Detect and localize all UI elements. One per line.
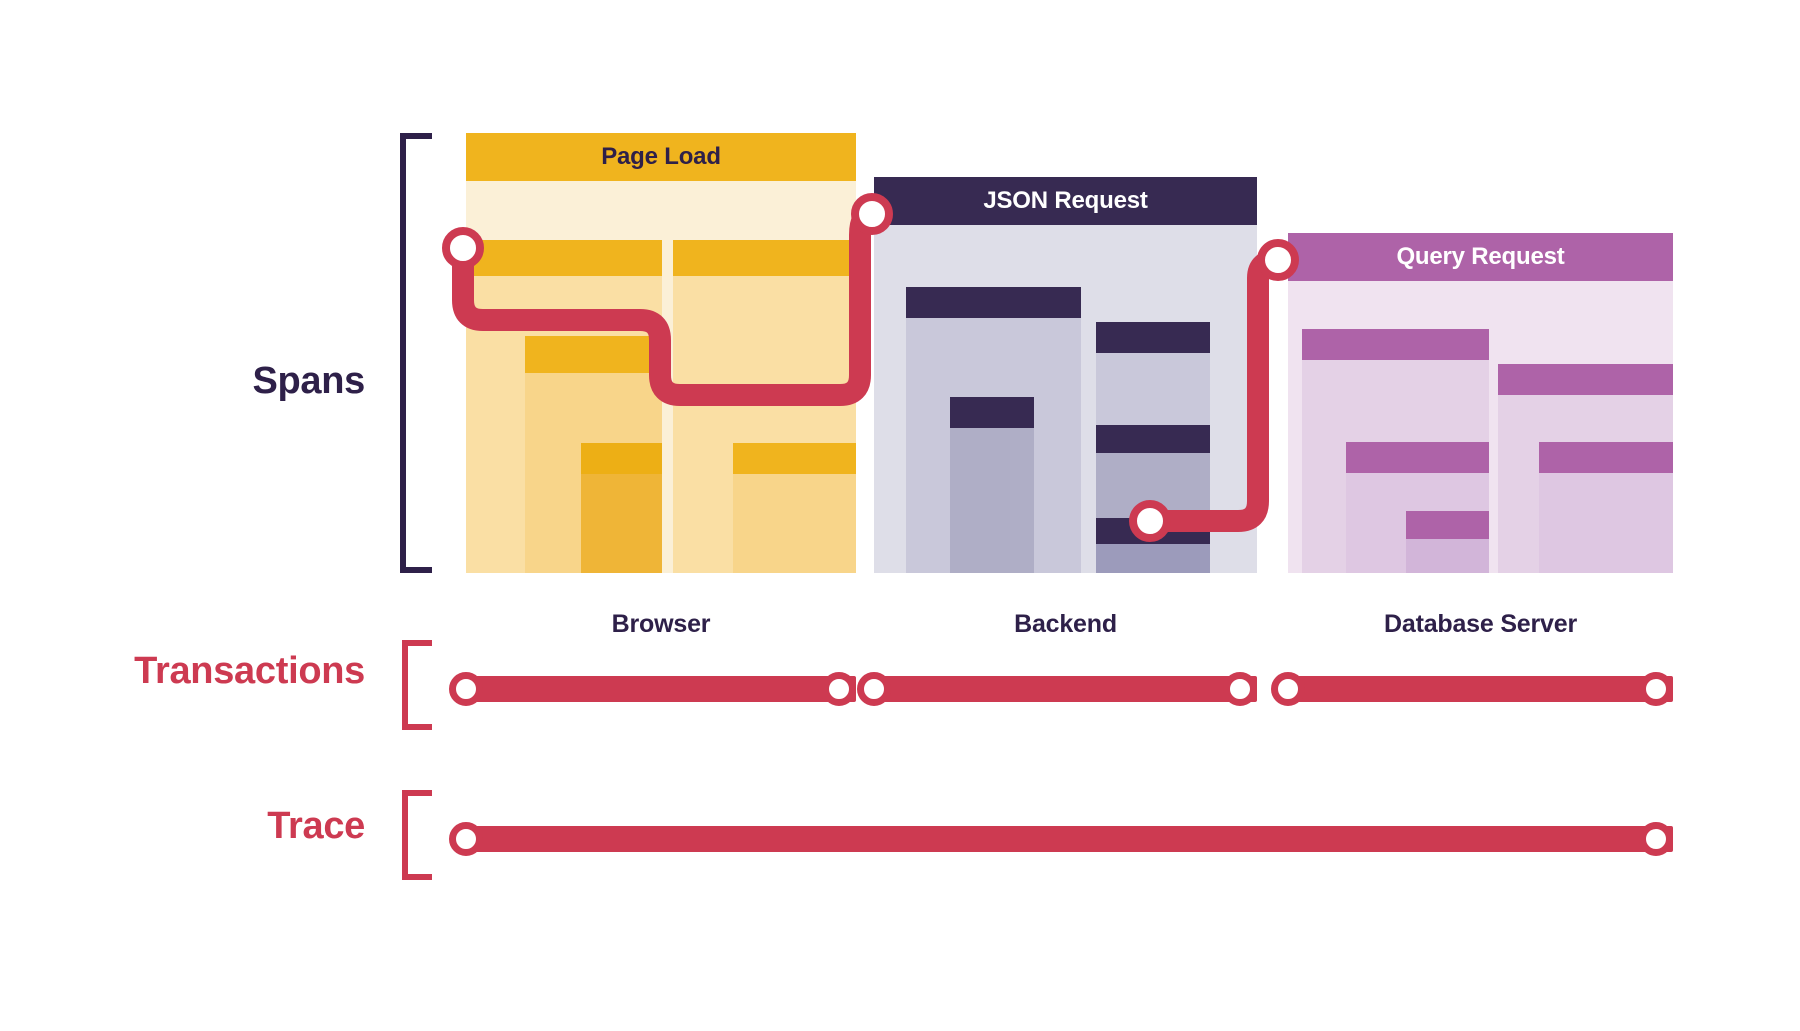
span-group-database-header: Query Request [1288, 233, 1673, 281]
span-bar[interactable] [733, 443, 856, 573]
span-bar-cap [1096, 425, 1210, 453]
span-bar-cap [950, 397, 1034, 428]
span-bar-cap [1406, 511, 1489, 539]
span-bar-cap [525, 336, 662, 373]
trace-bracket [402, 790, 432, 880]
spans-bracket [400, 133, 432, 573]
trace-start-dot[interactable] [449, 822, 483, 856]
span-bar[interactable] [1406, 511, 1489, 573]
transaction-start-dot[interactable] [857, 672, 891, 706]
span-group-database-caption: Database Server [1384, 610, 1577, 638]
span-bar-cap [1096, 518, 1210, 544]
transactions-row-label: Transactions [134, 650, 365, 692]
transaction-end-dot[interactable] [1223, 672, 1257, 706]
trace-end-dot[interactable] [1639, 822, 1673, 856]
trace-bar[interactable] [466, 826, 1673, 852]
span-bar[interactable] [950, 397, 1034, 573]
span-bar-cap [1346, 442, 1489, 473]
span-group-database[interactable]: Query Request [1288, 233, 1673, 573]
span-bar-cap [1539, 442, 1673, 473]
span-bar-cap [581, 443, 662, 474]
span-bar-cap [466, 240, 662, 276]
transaction-bar[interactable] [1288, 676, 1673, 702]
spans-row-label: Spans [252, 360, 365, 402]
span-group-backend-header: JSON Request [874, 177, 1257, 225]
span-group-browser-caption: Browser [611, 610, 711, 638]
span-group-backend-caption: Backend [1014, 610, 1117, 638]
span-bar[interactable] [1096, 518, 1210, 573]
transaction-start-dot[interactable] [449, 672, 483, 706]
span-group-browser[interactable]: Page Load [466, 133, 856, 573]
span-bar[interactable] [1539, 442, 1673, 573]
transaction-end-dot[interactable] [1639, 672, 1673, 706]
trace-row-label: Trace [267, 805, 365, 847]
span-bar-cap [906, 287, 1081, 318]
transaction-end-dot[interactable] [822, 672, 856, 706]
span-bar[interactable] [581, 443, 662, 573]
transaction-bar[interactable] [466, 676, 856, 702]
span-bar-cap [673, 240, 856, 276]
span-bar-cap [1302, 329, 1489, 360]
transactions-bracket [402, 640, 432, 730]
transaction-start-dot[interactable] [1271, 672, 1305, 706]
span-bar-cap [1498, 364, 1673, 395]
span-group-backend[interactable]: JSON Request [874, 177, 1257, 573]
span-bar-cap [733, 443, 856, 474]
span-bar-cap [1096, 322, 1210, 353]
span-group-browser-header: Page Load [466, 133, 856, 181]
transaction-bar[interactable] [874, 676, 1257, 702]
